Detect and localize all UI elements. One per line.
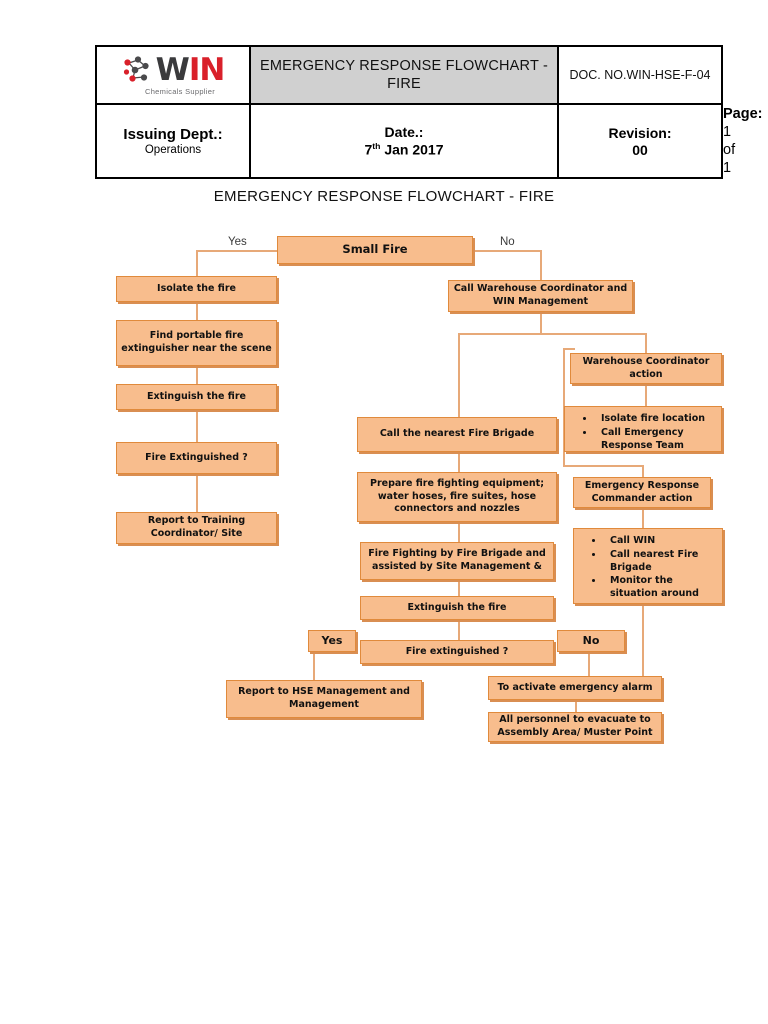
connector-prepare-to-fighting (458, 522, 460, 542)
label-yes-bottom[interactable]: Yes (308, 630, 356, 652)
node-call-warehouse-coordinator[interactable]: Call Warehouse Coordinator and WIN Manag… (448, 280, 633, 312)
connector-erc-to-bullets (642, 508, 644, 528)
connector-no-down (540, 250, 542, 280)
connector-warehouse-split-left (458, 333, 542, 335)
revision-value: 00 (632, 141, 648, 158)
label-yes-top: Yes (228, 236, 247, 248)
connector-warehouse-split-right (540, 333, 646, 335)
warehouse-actions-list: Isolate fire location Call Emergency Res… (573, 413, 715, 452)
node-extinguish-the-fire-left[interactable]: Extinguish the fire (116, 384, 277, 410)
connector-bullets-side-left (563, 348, 565, 466)
connector-warehouse-down (540, 312, 542, 334)
node-activate-emergency-alarm[interactable]: To activate emergency alarm (488, 676, 662, 700)
document-header-table: W I N Chemicals Supplier EMERGENCY RESPO… (95, 45, 763, 179)
node-report-to-training-coordinator[interactable]: Report to Training Coordinator/ Site (116, 512, 277, 544)
win-logo: W I N Chemicals Supplier (97, 51, 249, 96)
issuing-dept-cell: Issuing Dept.: Operations (95, 103, 251, 179)
node-evacuate-to-assembly-area[interactable]: All personnel to evacuate to Assembly Ar… (488, 712, 662, 742)
document-title-cell: EMERGENCY RESPONSE FLOWCHART - FIRE (249, 45, 559, 105)
erc-action-item: Call nearest Fire Brigade (604, 549, 716, 575)
connector-fighting-to-extinguish (458, 580, 460, 596)
label-no-bottom[interactable]: No (557, 630, 625, 652)
connector-no-to-alarm (588, 652, 590, 680)
connector-brigade-to-prepare (458, 452, 460, 472)
flowchart-title: EMERGENCY RESPONSE FLOWCHART - FIRE (213, 188, 555, 205)
molecule-icon (123, 56, 149, 82)
connector-alarm-to-evacuate (575, 700, 577, 712)
connector-question-to-report (196, 474, 198, 512)
issuing-dept-value: Operations (144, 144, 202, 156)
logo-letter-i: I (188, 51, 201, 88)
node-isolate-the-fire[interactable]: Isolate the fire (116, 276, 277, 302)
connector-smallfire-to-yes (196, 250, 278, 252)
date-label: Date.: (384, 124, 424, 141)
node-warehouse-coordinator-bullets[interactable]: Isolate fire location Call Emergency Res… (564, 406, 722, 452)
node-erc-bullets[interactable]: Call WIN Call nearest Fire Brigade Monit… (573, 528, 723, 604)
erc-action-item: Monitor the situation around (604, 575, 716, 601)
date-month-year: Jan 2017 (380, 141, 444, 158)
page-label: Page: (723, 106, 763, 122)
warehouse-action-item: Call Emergency Response Team (595, 427, 715, 453)
revision-label: Revision: (608, 124, 672, 141)
date-day: 7 (364, 141, 373, 158)
node-report-to-hse-management[interactable]: Report to HSE Management and Management (226, 680, 422, 718)
issuing-dept-label: Issuing Dept.: (123, 126, 223, 143)
connector-to-call-brigade (458, 333, 460, 417)
connector-find-to-extinguish (196, 366, 198, 384)
logo-subtitle: Chemicals Supplier (144, 86, 215, 96)
node-call-nearest-fire-brigade[interactable]: Call the nearest Fire Brigade (357, 417, 557, 452)
node-find-portable-extinguisher[interactable]: Find portable fire extinguisher near the… (116, 320, 277, 366)
page-value: 1 of 1 (723, 124, 736, 176)
revision-cell: Revision: 00 (557, 103, 723, 179)
node-emergency-response-commander-action[interactable]: Emergency Response Commander action (573, 477, 711, 508)
logo-letter-w: W (155, 51, 190, 88)
connector-bullets-side-top (563, 348, 575, 350)
logo-letter-n: N (199, 51, 225, 88)
logo-mark-and-word: W I N (122, 51, 225, 88)
connector-isolate-to-find (196, 302, 198, 320)
node-small-fire[interactable]: Small Fire (277, 236, 473, 264)
date-value: 7th Jan 2017 (251, 141, 557, 158)
connector-extinguish-to-question-mid (458, 620, 460, 640)
date-ordinal: th (372, 141, 381, 152)
warehouse-action-item: Isolate fire location (595, 413, 715, 426)
node-prepare-fire-fighting-equipment[interactable]: Prepare fire fighting equipment; water h… (357, 472, 557, 522)
connector-bullets-to-erc (563, 465, 643, 467)
connector-extinguish-to-question (196, 410, 198, 442)
company-logo-cell: W I N Chemicals Supplier (95, 45, 251, 105)
node-warehouse-coordinator-action[interactable]: Warehouse Coordinator action (570, 353, 722, 384)
node-fire-extinguished-question-left[interactable]: Fire Extinguished ? (116, 442, 277, 474)
connector-smallfire-to-no (472, 250, 542, 252)
connector-coordinator-to-bullets (645, 384, 647, 406)
connector-erc-down (642, 465, 644, 477)
node-fire-extinguished-question-mid[interactable]: Fire extinguished ? (360, 640, 554, 664)
label-no-top: No (500, 236, 515, 248)
connector-yes-down (196, 250, 198, 276)
connector-erc-bullets-down (642, 604, 644, 686)
node-extinguish-the-fire-mid[interactable]: Extinguish the fire (360, 596, 554, 620)
document-number-cell: DOC. NO.WIN-HSE-F-04 (557, 45, 723, 105)
connector-yes-to-report-hse (313, 652, 315, 680)
erc-action-item: Call WIN (604, 535, 716, 548)
node-fire-fighting-by-brigade[interactable]: Fire Fighting by Fire Brigade and assist… (360, 542, 554, 580)
date-cell: Date.: 7th Jan 2017 (249, 103, 559, 179)
connector-to-warehouse-coordinator (645, 333, 647, 353)
erc-actions-list: Call WIN Call nearest Fire Brigade Monit… (582, 535, 716, 601)
